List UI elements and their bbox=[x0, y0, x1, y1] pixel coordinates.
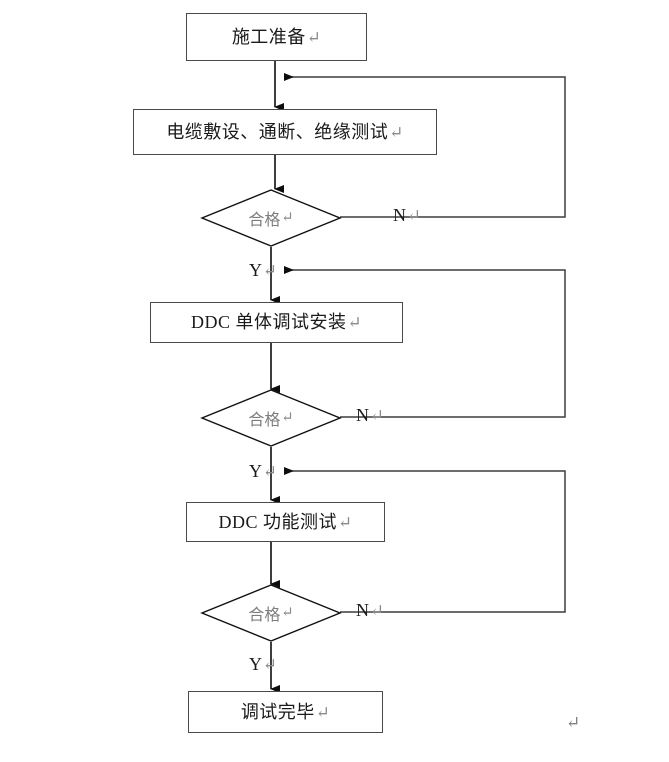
return-mark: ↵ bbox=[389, 122, 404, 142]
edge-label-yes-1: Y↵ bbox=[249, 260, 277, 280]
node-ddc-function-test[interactable]: DDC 功能测试↵ bbox=[186, 502, 385, 542]
return-mark: ↵ bbox=[370, 406, 384, 425]
edge-label-no-2: N↵ bbox=[356, 405, 384, 425]
node-construction-preparation[interactable]: 施工准备↵ bbox=[186, 13, 367, 61]
return-mark: ↵ bbox=[263, 261, 277, 280]
node-label: 调试完毕↵ bbox=[240, 701, 331, 722]
return-mark: ↵ bbox=[338, 512, 353, 532]
stray-return-mark: ↵ bbox=[566, 713, 581, 732]
node-label: 电缆敷设、通断、绝缘测试↵ bbox=[166, 121, 404, 142]
return-mark: ↵ bbox=[306, 27, 322, 47]
node-commissioning-complete[interactable]: 调试完毕↵ bbox=[188, 691, 383, 733]
edge-d3-no-loopback bbox=[284, 467, 566, 613]
edge-label-yes-3: Y↵ bbox=[249, 654, 277, 674]
decision-qualified-1[interactable]: 合格↵ bbox=[200, 189, 342, 247]
return-mark: ↵ bbox=[407, 206, 421, 225]
decision-qualified-3[interactable]: 合格↵ bbox=[200, 584, 342, 642]
diamond-shape bbox=[200, 584, 342, 642]
return-mark: ↵ bbox=[347, 313, 362, 333]
return-mark: ↵ bbox=[263, 462, 277, 481]
edge-d1-no-loopback bbox=[284, 73, 566, 218]
node-label: DDC 功能测试↵ bbox=[218, 511, 353, 532]
node-cable-laying-continuity-insulation-test[interactable]: 电缆敷设、通断、绝缘测试↵ bbox=[133, 109, 437, 155]
return-mark: ↵ bbox=[370, 601, 384, 620]
edge-label-no-3: N↵ bbox=[356, 600, 384, 620]
node-label: DDC 单体调试安装↵ bbox=[191, 312, 362, 333]
return-mark: ↵ bbox=[263, 655, 277, 674]
return-mark: ↵ bbox=[315, 702, 331, 722]
edge-label-yes-2: Y↵ bbox=[249, 461, 277, 481]
node-label: 施工准备↵ bbox=[231, 26, 322, 47]
diamond-shape bbox=[200, 389, 342, 447]
edge-label-no-1: N↵ bbox=[393, 205, 421, 225]
diamond-shape bbox=[200, 189, 342, 247]
edge-d2-no-loopback bbox=[284, 266, 566, 418]
node-ddc-unit-commissioning-installation[interactable]: DDC 单体调试安装↵ bbox=[150, 302, 403, 343]
decision-qualified-2[interactable]: 合格↵ bbox=[200, 389, 342, 447]
